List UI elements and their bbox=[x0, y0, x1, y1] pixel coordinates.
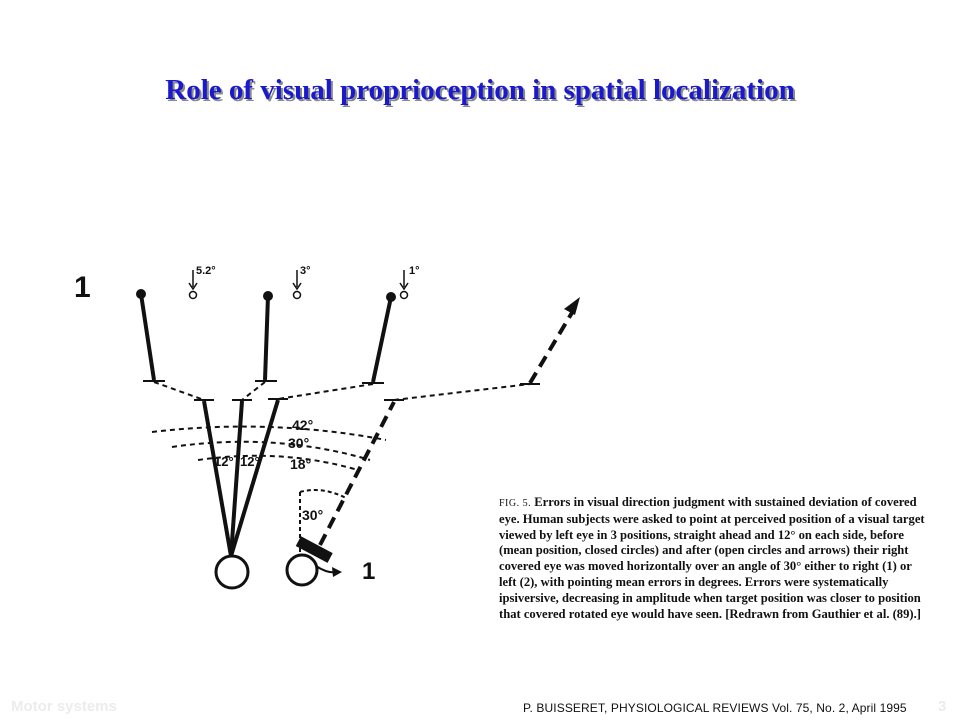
rotation-angle-label: 30° bbox=[302, 507, 323, 523]
rotated-eye-projection bbox=[318, 401, 396, 546]
panel-label: 1 bbox=[74, 271, 91, 304]
slide-title: Role of visual proprioception in spatial… bbox=[165, 74, 795, 106]
footer-course-label: Motor systems bbox=[11, 698, 117, 715]
error-label-1: 1° bbox=[409, 265, 420, 277]
angle-label-42: 42° bbox=[292, 417, 313, 433]
angle-label-30: 30° bbox=[288, 435, 309, 451]
rotation-direction-label: 1 bbox=[362, 558, 375, 585]
angle-arcs bbox=[151, 425, 387, 471]
deviated-pointing-line bbox=[528, 304, 578, 385]
error-marker-center: 3° bbox=[292, 265, 311, 300]
slide-number: 3 bbox=[938, 698, 947, 715]
error-label-3: 3° bbox=[300, 265, 311, 277]
error-marker-left: 5.2° bbox=[188, 265, 216, 300]
angle-label-12-left: 12° bbox=[214, 454, 234, 469]
figure-caption: FIG. 5. Errors in visual direction judgm… bbox=[499, 495, 929, 622]
error-label-5-2: 5.2° bbox=[196, 265, 216, 277]
pointing-arm-left bbox=[136, 289, 165, 382]
footer-citation: P. BUISSERET, PHYSIOLOGICAL REVIEWS Vol.… bbox=[523, 701, 907, 715]
angle-label-12-right: 12° bbox=[240, 454, 260, 469]
viewing-eye bbox=[214, 554, 250, 590]
deviated-pointing-arrowhead bbox=[564, 297, 580, 315]
sight-lines bbox=[202, 399, 280, 557]
angle-label-18: 18° bbox=[290, 456, 311, 472]
target-ticks bbox=[194, 383, 540, 401]
caption-text: Errors in visual direction judgment with… bbox=[499, 495, 925, 621]
error-marker-right: 1° bbox=[399, 265, 420, 300]
caption-prefix: FIG. 5. bbox=[499, 498, 532, 509]
pointing-arm-center bbox=[255, 291, 277, 382]
dashed-connectors bbox=[153, 381, 531, 401]
covered-rotated-eye bbox=[285, 536, 342, 587]
pointing-arm-right bbox=[362, 292, 396, 384]
